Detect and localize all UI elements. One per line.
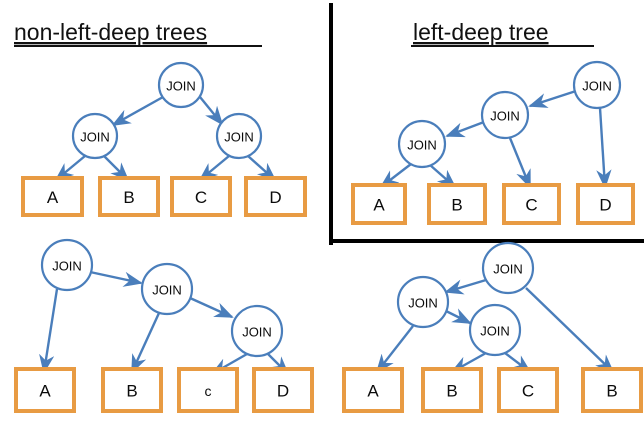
- panel-titles: non-left-deep trees left-deep tree: [14, 19, 594, 47]
- leaf-label-1-2: C: [525, 196, 537, 215]
- edge-c1-to-c2: [444, 278, 487, 295]
- edge-c1-to-cl4: [525, 287, 615, 374]
- leaf-label-1-3: D: [599, 196, 611, 215]
- leaf-label-3-0: A: [367, 382, 379, 401]
- leaf-box-b-3-3: [581, 367, 643, 413]
- edge-b1-to-b2: [89, 270, 143, 287]
- join-node-label-2-0: JOIN: [52, 259, 82, 274]
- join-node-label-1-0: JOIN: [582, 79, 612, 94]
- edge-c2-to-c3: [445, 308, 472, 325]
- join-node-3-1: [396, 275, 450, 329]
- leaf-label-2-1: B: [126, 382, 137, 401]
- leaf-box-d-1-3: [576, 183, 635, 225]
- edge-c2-to-cl1: [375, 325, 414, 374]
- leaf-label-2-2: c: [205, 383, 212, 399]
- leaf-label-0-0: A: [47, 188, 59, 207]
- edge-r1-to-r2: [528, 89, 577, 108]
- join-node-label-0-2: JOIN: [224, 130, 254, 145]
- join-node-3-0: [481, 241, 535, 295]
- leaf-box-b-1-1: [427, 183, 487, 225]
- edge-r2-to-rl3: [508, 137, 532, 189]
- edge-b2-to-b3: [189, 296, 234, 319]
- join-node-1-1: [480, 90, 530, 140]
- tree-bushy-tree-2: A B C B JOIN JOIN JOIN: [342, 241, 643, 413]
- join-node-2-1: [140, 262, 194, 316]
- join-node-label-2-1: JOIN: [152, 283, 182, 298]
- leaf-label-3-3: B: [606, 382, 617, 401]
- join-node-2-0: [40, 238, 94, 292]
- join-node-0-2: [215, 112, 263, 160]
- edge-b2-to-bl2: [130, 312, 161, 374]
- leaf-label-1-0: A: [373, 196, 385, 215]
- join-node-0-0: [157, 61, 205, 109]
- tree-left-deep-tree: A B C D JOIN JOIN JOIN: [351, 60, 635, 225]
- leaf-box-a-3-0: [342, 367, 404, 413]
- join-node-label-3-1: JOIN: [408, 296, 438, 311]
- tree-bushy-tree: A B C D JOIN JOIN JOIN: [21, 61, 307, 217]
- leaf-label-3-1: B: [446, 382, 457, 401]
- leaf-label-3-2: C: [522, 382, 534, 401]
- edge-r1-to-rl4: [596, 107, 612, 189]
- leaf-box-c-2-2: [177, 367, 239, 413]
- leaf-box-b-0-1: [98, 176, 160, 217]
- leaf-label-2-3: D: [277, 382, 289, 401]
- leaf-box-c-1-2: [502, 183, 561, 225]
- edge-n1-to-n2: [111, 95, 164, 127]
- leaf-box-d-0-3: [244, 176, 307, 217]
- leaf-box-a-2-0: [14, 367, 76, 413]
- edge-n1-to-n3: [199, 96, 224, 126]
- join-node-label-1-1: JOIN: [490, 109, 520, 124]
- panel-title-right: left-deep tree: [413, 19, 549, 45]
- join-node-label-1-2: JOIN: [407, 138, 437, 153]
- leaf-box-b-2-1: [101, 367, 163, 413]
- join-node-3-2: [468, 303, 522, 357]
- join-node-label-0-1: JOIN: [80, 130, 110, 145]
- join-node-label-0-0: JOIN: [166, 79, 196, 94]
- leaf-label-2-0: A: [39, 382, 51, 401]
- join-node-label-3-0: JOIN: [493, 262, 523, 277]
- panel-divider: [329, 3, 644, 245]
- join-node-label-3-2: JOIN: [480, 324, 510, 339]
- edge-r2-to-r3: [445, 120, 485, 138]
- leaf-label-0-1: B: [123, 188, 134, 207]
- join-node-label-2-2: JOIN: [242, 325, 272, 340]
- panel-title-left: non-left-deep trees: [14, 19, 207, 45]
- leaf-box-b-3-1: [421, 367, 483, 413]
- leaf-label-0-2: C: [195, 188, 207, 207]
- leaf-box-d-2-3: [252, 367, 314, 413]
- join-node-1-0: [572, 60, 622, 110]
- leaf-box-c-3-2: [497, 367, 559, 413]
- join-node-0-1: [71, 112, 119, 160]
- leaf-box-c-0-2: [170, 176, 232, 217]
- leaf-box-a-0-0: [21, 176, 84, 217]
- join-node-2-2: [230, 304, 284, 358]
- join-node-1-2: [397, 119, 447, 169]
- leaf-label-0-3: D: [269, 188, 281, 207]
- leaf-label-1-1: B: [451, 196, 462, 215]
- edge-b1-to-bl1: [39, 288, 59, 374]
- leaf-box-a-1-0: [351, 183, 407, 225]
